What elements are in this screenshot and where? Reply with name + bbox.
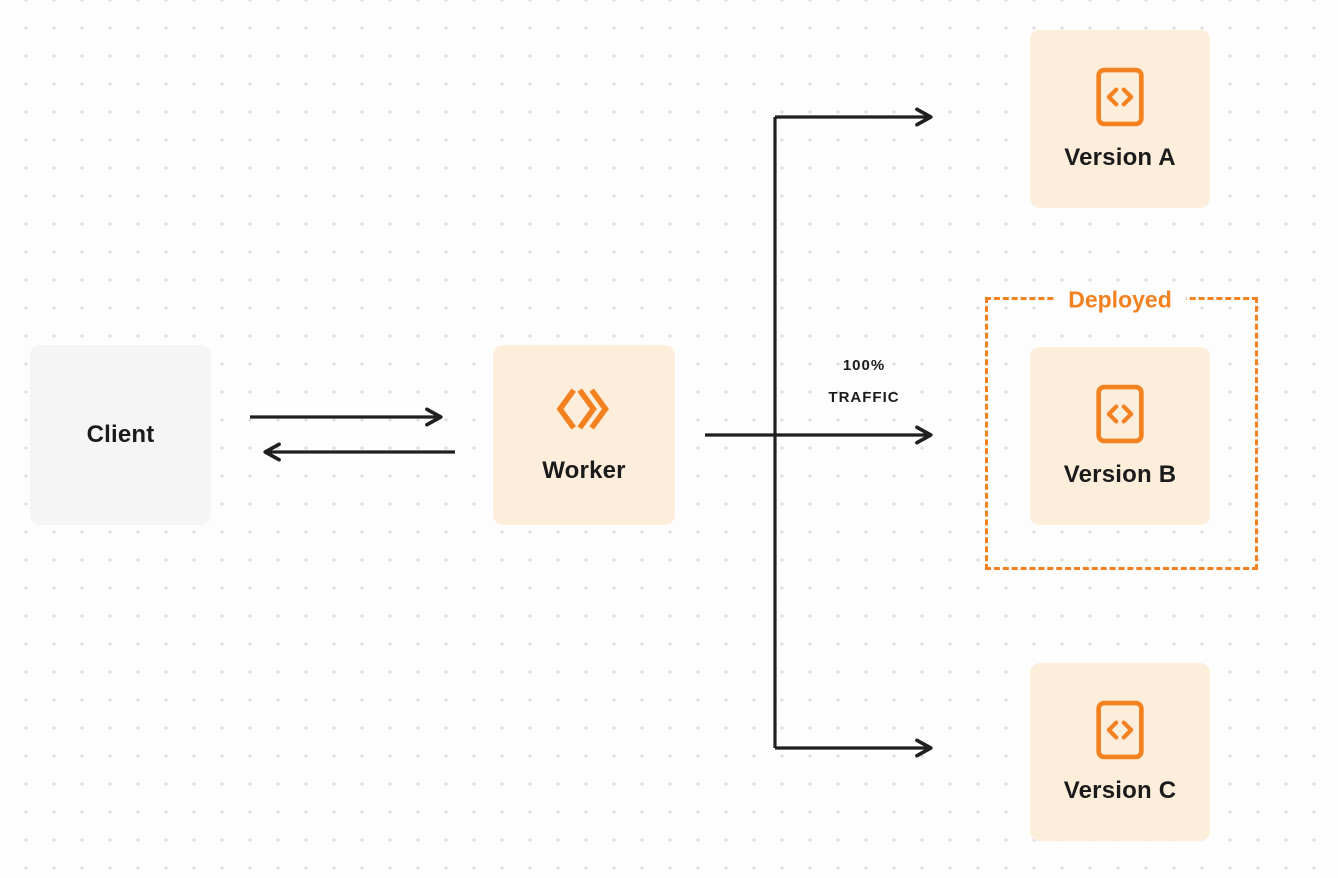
worker-label: Worker	[542, 457, 626, 484]
version-c-node: Version C	[1030, 663, 1210, 841]
deployed-label: Deployed	[1054, 286, 1186, 314]
version-a-label: Version A	[1064, 144, 1176, 171]
code-icon	[1094, 383, 1146, 445]
code-icon	[1094, 699, 1146, 761]
version-c-label: Version C	[1063, 777, 1177, 804]
code-icon	[1094, 66, 1146, 128]
client-label: Client	[86, 421, 155, 448]
workers-logo-icon	[550, 385, 618, 433]
version-b-label: Version B	[1063, 461, 1177, 488]
version-a-node: Version A	[1030, 30, 1210, 208]
client-node: Client	[30, 345, 211, 525]
traffic-label: 100% TRAFFIC	[828, 350, 899, 414]
worker-node: Worker	[493, 345, 675, 525]
version-b-node: Version B	[1030, 347, 1210, 525]
traffic-percent: 100%	[842, 357, 886, 374]
traffic-word: TRAFFIC	[828, 389, 900, 406]
